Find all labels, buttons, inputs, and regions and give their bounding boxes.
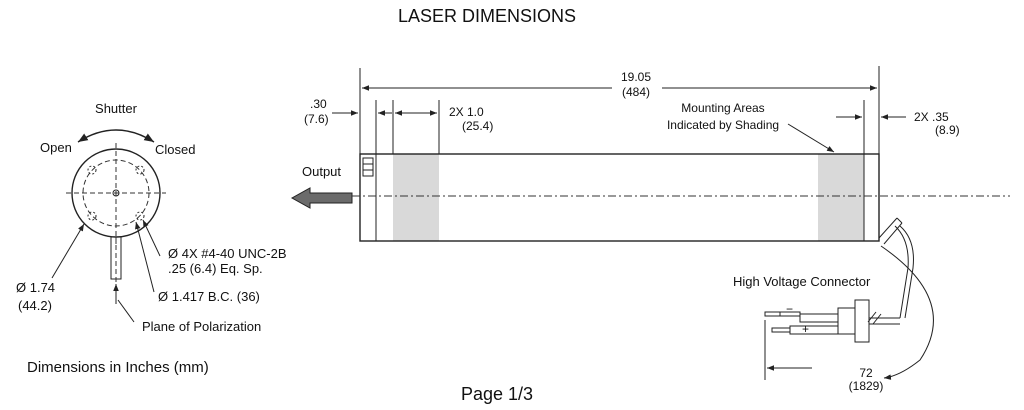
laser-tube-body xyxy=(359,153,880,242)
mounting-note-line2: Indicated by Shading xyxy=(667,118,779,132)
hv-connector-label: High Voltage Connector xyxy=(733,274,871,289)
cable-length-mm: (1829) xyxy=(849,379,884,393)
end-offset-mm: (8.9) xyxy=(935,123,960,137)
end-offset-in: 2X .35 xyxy=(914,110,949,124)
hv-connector: − + xyxy=(764,299,900,343)
minus-terminal: − xyxy=(786,302,793,316)
output-window xyxy=(362,157,374,177)
mounting-note-line1: Mounting Areas xyxy=(681,101,764,115)
plus-terminal: + xyxy=(802,322,809,336)
holes-spec-line2: .25 (6.4) Eq. Sp. xyxy=(168,261,263,276)
diameter-in: Ø 1.74 xyxy=(16,280,55,295)
hv-cable xyxy=(867,217,914,325)
length-in: 19.05 xyxy=(621,70,651,84)
mount-width-mm: (25.4) xyxy=(462,119,493,133)
holes-spec-line1: Ø 4X #4-40 UNC-2B xyxy=(168,246,287,261)
cable-length-in: 72 xyxy=(859,366,873,380)
polarization-label: Plane of Polarization xyxy=(142,319,261,334)
closed-label: Closed xyxy=(155,142,195,157)
offset-in: .30 xyxy=(310,97,327,111)
mount-width-in: 2X 1.0 xyxy=(449,105,484,119)
bolt-circle-label: Ø 1.417 B.C. (36) xyxy=(158,289,260,304)
units-note: Dimensions in Inches (mm) xyxy=(27,359,209,376)
shutter-rotation-arrow xyxy=(77,129,155,143)
diameter-mm: (44.2) xyxy=(18,298,52,313)
output-label: Output xyxy=(302,164,341,179)
mounting-area-shading xyxy=(393,154,439,241)
mounting-hole xyxy=(87,165,97,175)
output-arrow xyxy=(290,187,353,209)
page-title: LASER DIMENSIONS xyxy=(398,6,576,26)
mounting-hole xyxy=(135,211,145,221)
mounting-hole xyxy=(87,211,97,221)
offset-mm: (7.6) xyxy=(304,112,329,126)
shutter-label: Shutter xyxy=(95,101,138,116)
end-view: Shutter Open Closed Plane of Polarizatio… xyxy=(16,101,287,334)
length-mm: (484) xyxy=(622,85,650,99)
open-label: Open xyxy=(40,140,72,155)
side-view: Output 19.05 (484) .30 (7.6) 2X 1.0 xyxy=(290,66,1010,393)
mounting-hole xyxy=(135,165,145,175)
page-number: Page 1/3 xyxy=(461,384,533,404)
mounting-area-shading xyxy=(818,154,864,241)
aperture xyxy=(112,189,120,197)
